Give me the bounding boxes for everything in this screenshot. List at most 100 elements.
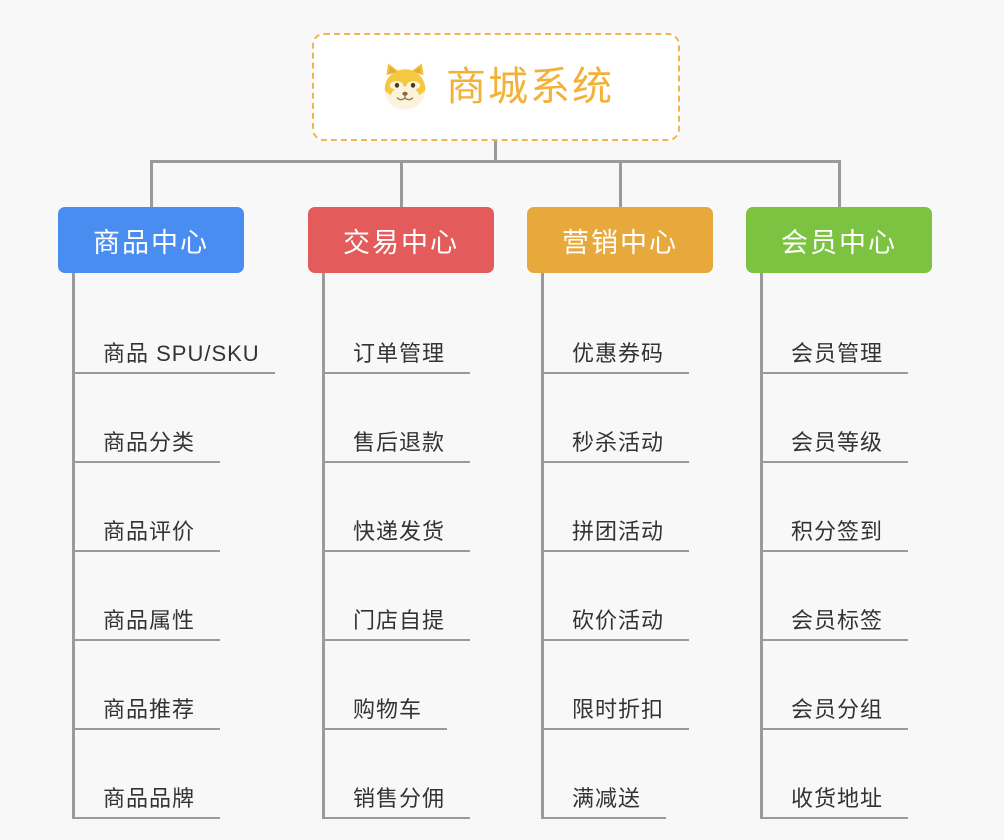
list-item[interactable]: 商品分类	[58, 374, 244, 463]
leaf-label: 销售分佣	[353, 786, 446, 811]
category-column-product: 商品中心 商品 SPU/SKU 商品分类 商品评价 商品属性 商品推荐	[58, 207, 275, 819]
leaf-underline	[322, 817, 470, 819]
leaf-underline	[760, 728, 908, 730]
list-item[interactable]: 会员等级	[746, 374, 932, 463]
leaf-underline	[72, 550, 220, 552]
leaf-label: 会员标签	[791, 608, 884, 633]
list-item[interactable]: 商品属性	[58, 552, 244, 641]
leaf-list-marketing: 优惠券码 秒杀活动 拼团活动 砍价活动 限时折扣 满减送	[527, 273, 713, 819]
list-item[interactable]: 商品 SPU/SKU	[58, 285, 275, 374]
leaf-label: 门店自提	[353, 608, 446, 633]
branch-connector-2	[400, 160, 403, 208]
branch-connector-3	[619, 160, 622, 208]
branch-connector-4	[838, 160, 841, 208]
leaf-underline	[541, 461, 689, 463]
leaf-underline	[72, 461, 220, 463]
list-item[interactable]: 商品推荐	[58, 641, 244, 730]
leaf-spine	[541, 273, 544, 819]
list-item[interactable]: 满减送	[527, 730, 713, 819]
leaf-underline	[322, 639, 470, 641]
list-item[interactable]: 积分签到	[746, 463, 932, 552]
leaf-label: 商品评价	[103, 519, 196, 544]
leaf-underline	[760, 372, 908, 374]
list-item[interactable]: 商品评价	[58, 463, 244, 552]
list-item[interactable]: 砍价活动	[527, 552, 713, 641]
list-item[interactable]: 优惠券码	[527, 285, 713, 374]
leaf-underline	[760, 639, 908, 641]
leaf-underline	[72, 817, 220, 819]
leaf-label: 商品品牌	[103, 786, 196, 811]
leaf-label: 会员分组	[791, 697, 884, 722]
leaf-underline	[541, 372, 689, 374]
list-item[interactable]: 门店自提	[308, 552, 494, 641]
leaf-label: 满减送	[572, 786, 642, 811]
leaf-label: 快递发货	[353, 519, 446, 544]
branch-connector-1	[150, 160, 153, 208]
leaf-underline	[541, 728, 689, 730]
list-item[interactable]: 快递发货	[308, 463, 494, 552]
list-item[interactable]: 收货地址	[746, 730, 932, 819]
list-item[interactable]: 秒杀活动	[527, 374, 713, 463]
category-title: 营销中心	[562, 227, 678, 258]
leaf-underline	[322, 461, 470, 463]
leaf-label: 商品分类	[103, 430, 196, 455]
leaf-underline	[72, 728, 220, 730]
leaf-label: 商品 SPU/SKU	[103, 341, 260, 366]
leaf-label: 商品推荐	[103, 697, 196, 722]
leaf-label: 商品属性	[103, 608, 196, 633]
list-item[interactable]: 拼团活动	[527, 463, 713, 552]
root-title: 商城系统	[446, 65, 614, 109]
distribution-bar-connector	[150, 160, 840, 163]
leaf-label: 秒杀活动	[572, 430, 665, 455]
leaf-underline	[760, 817, 908, 819]
category-title: 交易中心	[343, 227, 459, 258]
leaf-underline	[322, 372, 470, 374]
list-item[interactable]: 商品品牌	[58, 730, 244, 819]
shiba-dog-face-icon	[378, 60, 432, 114]
root-stem-connector	[494, 141, 497, 163]
leaf-label: 限时折扣	[572, 697, 665, 722]
list-item[interactable]: 购物车	[308, 641, 494, 730]
leaf-label: 砍价活动	[572, 608, 665, 633]
list-item[interactable]: 会员管理	[746, 285, 932, 374]
leaf-spine	[72, 273, 75, 819]
leaf-underline	[322, 728, 447, 730]
leaf-list-product: 商品 SPU/SKU 商品分类 商品评价 商品属性 商品推荐 商品品牌	[58, 273, 275, 819]
list-item[interactable]: 销售分佣	[308, 730, 494, 819]
list-item[interactable]: 会员标签	[746, 552, 932, 641]
leaf-label: 订单管理	[353, 341, 446, 366]
leaf-underline	[322, 550, 470, 552]
leaf-label: 会员等级	[791, 430, 884, 455]
category-title: 会员中心	[781, 227, 897, 258]
leaf-underline	[72, 372, 275, 374]
list-item[interactable]: 订单管理	[308, 285, 494, 374]
leaf-label: 收货地址	[791, 786, 884, 811]
category-header-trade[interactable]: 交易中心	[308, 207, 494, 273]
list-item[interactable]: 售后退款	[308, 374, 494, 463]
leaf-underline	[760, 461, 908, 463]
leaf-underline	[541, 817, 666, 819]
list-item[interactable]: 会员分组	[746, 641, 932, 730]
leaf-underline	[541, 550, 689, 552]
leaf-label: 拼团活动	[572, 519, 665, 544]
category-column-member: 会员中心 会员管理 会员等级 积分签到 会员标签 会员分组	[746, 207, 932, 819]
leaf-label: 积分签到	[791, 519, 884, 544]
leaf-spine	[322, 273, 325, 819]
root-node[interactable]: 商城系统	[312, 33, 680, 141]
leaf-underline	[72, 639, 220, 641]
category-column-marketing: 营销中心 优惠券码 秒杀活动 拼团活动 砍价活动 限时折扣	[527, 207, 713, 819]
leaf-label: 优惠券码	[572, 341, 665, 366]
list-item[interactable]: 限时折扣	[527, 641, 713, 730]
leaf-label: 会员管理	[791, 341, 884, 366]
category-header-marketing[interactable]: 营销中心	[527, 207, 713, 273]
category-header-product[interactable]: 商品中心	[58, 207, 244, 273]
category-title: 商品中心	[93, 227, 209, 258]
leaf-spine	[760, 273, 763, 819]
category-column-trade: 交易中心 订单管理 售后退款 快递发货 门店自提 购物车	[308, 207, 494, 819]
leaf-list-member: 会员管理 会员等级 积分签到 会员标签 会员分组 收货地址	[746, 273, 932, 819]
leaf-label: 售后退款	[353, 430, 446, 455]
leaf-list-trade: 订单管理 售后退款 快递发货 门店自提 购物车 销售分佣	[308, 273, 494, 819]
category-header-member[interactable]: 会员中心	[746, 207, 932, 273]
leaf-underline	[760, 550, 908, 552]
